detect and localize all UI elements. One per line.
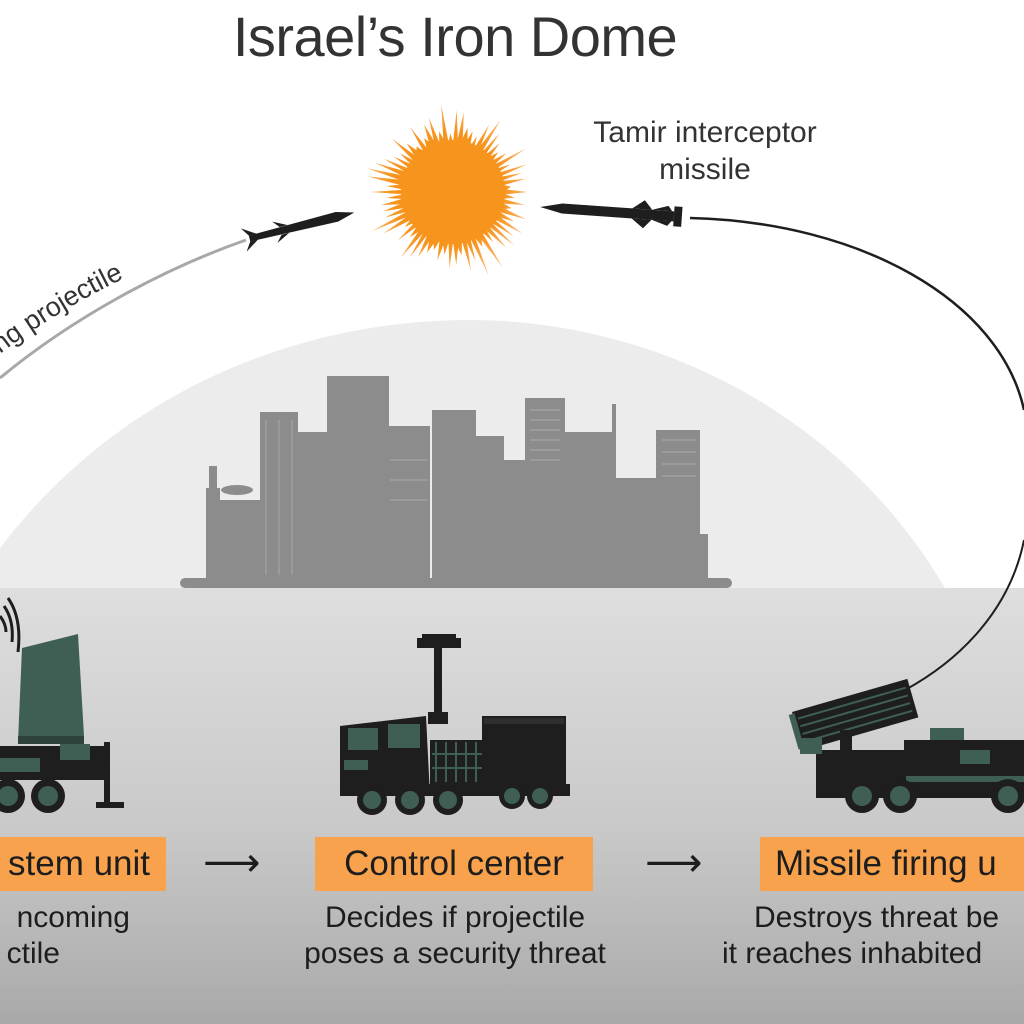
control-desc-line2: poses a security threat [304,937,606,970]
interceptor-launch-trajectory [904,539,1024,691]
radar-desc-line2: ctile [6,937,60,970]
rocket-icon [240,211,355,252]
tamir-label-line1: Tamir interceptor [593,116,817,149]
radar-unit-description: ncoming ctile [0,900,130,972]
burst-icon [366,104,528,276]
firing-desc-line2: it reaches inhabited [722,937,983,970]
interceptor-trajectory [689,216,1024,411]
missile-firing-unit-label: Missile firing u [760,837,1024,891]
missile-firing-unit-description: Destroys threat be it reaches inhabited [722,900,1024,972]
radar-vehicle [0,634,124,813]
incoming-projectile-label: ng projectile [0,257,127,359]
radar-desc-line1: ncoming [16,901,130,934]
incoming-trajectory [0,238,247,380]
control-center-label: Control center [315,837,593,891]
missile-launcher-vehicle [788,678,1024,813]
page-title: Israel’s Iron Dome [232,5,678,68]
tamir-interceptor-label: Tamir interceptor missile [560,114,850,188]
signal-waves-icon [0,597,21,653]
control-center-truck [340,634,570,815]
control-center-description: Decides if projectile poses a security t… [270,900,640,972]
tamir-label-line2: missile [659,153,751,186]
radar-unit-label-text: stem unit [8,844,150,883]
flow-arrow-2: ⟶ [645,841,703,885]
control-desc-line1: Decides if projectile [324,901,586,934]
radar-unit-label: stem unit [0,837,166,891]
missile-icon [540,200,683,229]
firing-desc-line1: Destroys threat be [754,901,1000,934]
flow-arrow-1: ⟶ [203,841,261,885]
skyline-window-lines [265,409,696,575]
